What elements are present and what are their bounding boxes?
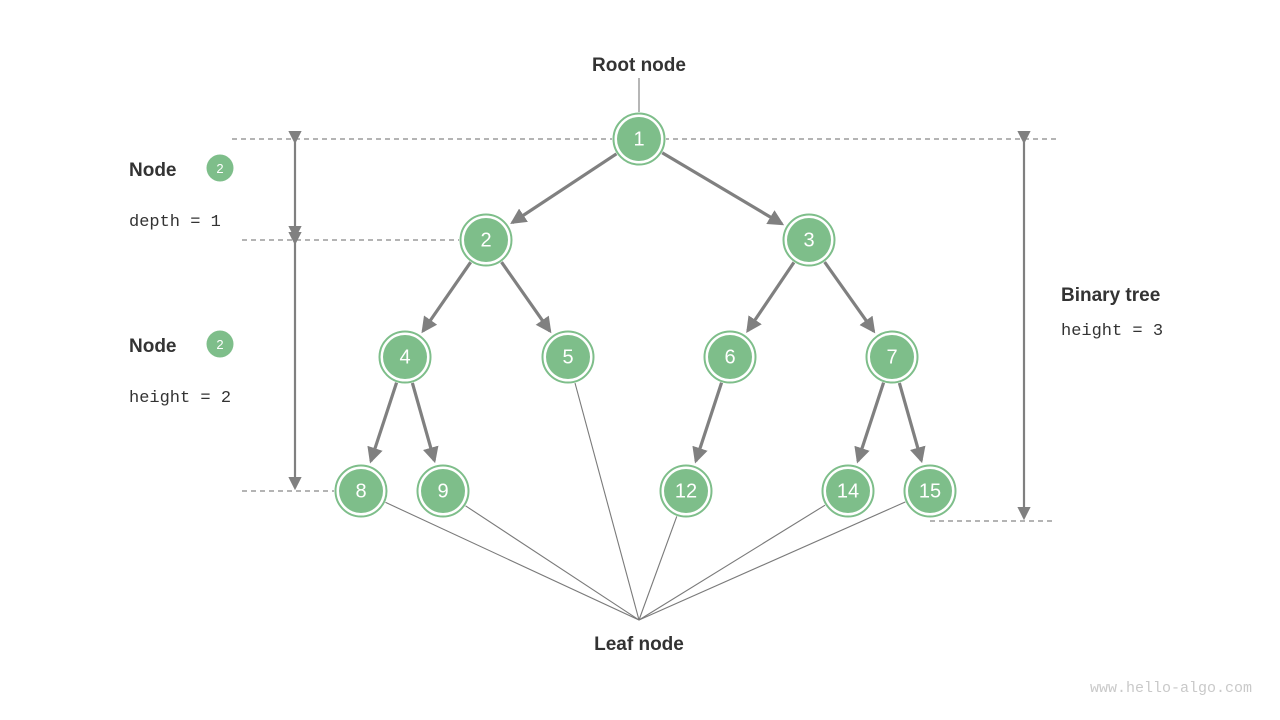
node-ring [334, 464, 388, 518]
node-ring [865, 330, 919, 384]
node-ring [659, 464, 713, 518]
annotation-node-depth-badge-ring [208, 156, 232, 180]
annotation-node-height-badge-ring [208, 332, 232, 356]
root-node-label: Root node [592, 55, 686, 76]
leaf-leader-line [574, 382, 640, 621]
node-value: 1 [633, 129, 644, 151]
annotation-binary-tree-title: Binary tree [1061, 285, 1160, 306]
node-value: 14 [837, 481, 859, 503]
tree-node: 3 [782, 213, 836, 267]
node-value: 6 [724, 347, 735, 369]
node-ring [541, 330, 595, 384]
node-ring [378, 330, 432, 384]
annotation-binary-tree-detail: height = 3 [1061, 322, 1163, 341]
tree-edge [499, 260, 552, 334]
tree-node: 12 [659, 464, 713, 518]
node-value: 15 [919, 481, 941, 503]
tree-edge [897, 382, 926, 464]
tree-edge [823, 260, 876, 334]
node-circle [617, 117, 661, 161]
tree-node: 9 [416, 464, 470, 518]
node-circle [664, 469, 708, 513]
leaf-leader-line [638, 504, 826, 621]
node-value: 2 [480, 230, 491, 252]
annotation-node-height: Node 2 height = 2 [129, 330, 234, 408]
annotation-binary-tree: Binary tree height = 3 [1061, 285, 1163, 341]
tree-edge [660, 151, 785, 226]
leaf-leader-line [638, 515, 678, 621]
node-ring [903, 464, 957, 518]
leaf-leader-lines [384, 382, 906, 621]
annotation-node-height-title: Node [129, 336, 177, 357]
leaf-leader-line [464, 505, 640, 621]
tree-edge [410, 382, 439, 464]
node-value: 9 [437, 481, 448, 503]
leaf-node-label: Leaf node [594, 634, 684, 655]
tree-node: 2 [459, 213, 513, 267]
node-ring [459, 213, 513, 267]
tree-edges [367, 151, 926, 464]
tree-node: 1 [612, 112, 666, 166]
node-ring [703, 330, 757, 384]
node-circle [546, 335, 590, 379]
watermark: www.hello-algo.com [1090, 680, 1252, 697]
annotation-node-depth: Node 2 depth = 1 [129, 154, 234, 232]
tree-node: 7 [865, 330, 919, 384]
annotation-node-depth-title: Node [129, 160, 177, 181]
tree-edge [421, 260, 473, 334]
node-value: 12 [675, 481, 697, 503]
reference-lines [232, 138, 1056, 522]
tree-edge [692, 381, 724, 464]
node-circle [339, 469, 383, 513]
measure-arrows [288, 131, 1031, 521]
node-circle [421, 469, 465, 513]
annotation-node-height-detail: height = 2 [129, 389, 231, 408]
node-value: 8 [355, 481, 366, 503]
annotation-node-depth-detail: depth = 1 [129, 213, 221, 232]
node-value: 5 [562, 347, 573, 369]
node-ring [612, 112, 666, 166]
tree-node: 8 [334, 464, 388, 518]
tree-edge [510, 152, 618, 225]
node-circle [870, 335, 914, 379]
node-value: 7 [886, 347, 897, 369]
tree-edge [367, 381, 399, 464]
tree-node: 6 [703, 330, 757, 384]
node-circle [826, 469, 870, 513]
leaf-leader-line [384, 501, 640, 621]
tree-edge [854, 381, 886, 464]
tree-node: 5 [541, 330, 595, 384]
node-circle [787, 218, 831, 262]
node-ring [782, 213, 836, 267]
annotation-node-depth-badge-value: 2 [216, 161, 223, 176]
node-circle [383, 335, 427, 379]
node-value: 4 [399, 347, 410, 369]
tree-node: 4 [378, 330, 432, 384]
node-ring [416, 464, 470, 518]
node-circle [464, 218, 508, 262]
tree-node: 15 [903, 464, 957, 518]
annotation-node-depth-badge-fill [206, 154, 234, 182]
annotation-node-height-badge-value: 2 [216, 337, 223, 352]
node-value: 3 [803, 230, 814, 252]
node-ring [821, 464, 875, 518]
annotation-node-height-badge-fill [206, 330, 234, 358]
tree-edge [746, 261, 796, 334]
tree-node: 14 [821, 464, 875, 518]
node-circle [708, 335, 752, 379]
leaf-leader-line [638, 501, 906, 621]
node-circle [908, 469, 952, 513]
